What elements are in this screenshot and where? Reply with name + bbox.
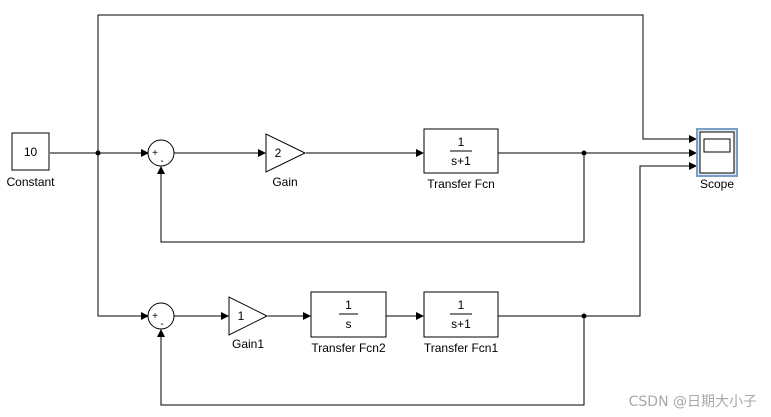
branch-point-constant [95, 150, 101, 156]
branch-point-tf1 [581, 313, 587, 319]
transfer-fcn-numerator: 1 [458, 135, 465, 149]
constant-label: Constant [6, 175, 55, 189]
scope-block[interactable] [696, 128, 738, 177]
gain-label: Gain [272, 175, 297, 189]
constant-value: 10 [24, 145, 38, 159]
transfer-fcn1-numerator: 1 [458, 298, 465, 312]
sum1-block[interactable]: + - [147, 139, 175, 167]
wire-to-sum2[interactable] [97, 153, 149, 320]
gain1-value: 1 [238, 309, 245, 323]
gain-value: 2 [275, 146, 282, 160]
wire-constant-to-scope[interactable] [97, 14, 697, 153]
transfer-fcn1-denominator: s+1 [451, 317, 471, 331]
wire-feedback-1[interactable] [157, 153, 585, 243]
sum1-minus-sign: - [160, 156, 163, 167]
branch-point-tf [581, 150, 587, 156]
transfer-fcn-block[interactable]: 1 s+1 [423, 128, 499, 174]
transfer-fcn2-block[interactable]: 1 s [310, 291, 387, 338]
watermark-text: CSDN @日期大小子 [629, 394, 757, 410]
transfer-fcn2-label: Transfer Fcn2 [311, 341, 386, 355]
scope-label: Scope [700, 177, 734, 191]
sum2-block[interactable]: + - [147, 302, 175, 330]
sum1-plus-sign: + [152, 148, 158, 159]
gain1-block[interactable]: 1 [228, 296, 269, 336]
sum2-plus-sign: + [152, 311, 158, 322]
transfer-fcn-label: Transfer Fcn [427, 177, 495, 191]
constant-block[interactable]: 10 [11, 132, 50, 171]
wire-tf1-to-scope[interactable] [498, 162, 697, 317]
transfer-fcn1-label: Transfer Fcn1 [424, 341, 499, 355]
scope-screen-icon [703, 138, 731, 153]
sum2-minus-sign: - [160, 319, 163, 330]
transfer-fcn-denominator: s+1 [451, 154, 471, 168]
gain-block[interactable]: 2 [265, 133, 307, 173]
wire-feedback-2[interactable] [157, 316, 585, 406]
transfer-fcn2-denominator: s [346, 317, 352, 331]
transfer-fcn2-numerator: 1 [345, 298, 352, 312]
gain1-label: Gain1 [232, 337, 264, 351]
transfer-fcn1-block[interactable]: 1 s+1 [423, 291, 499, 338]
